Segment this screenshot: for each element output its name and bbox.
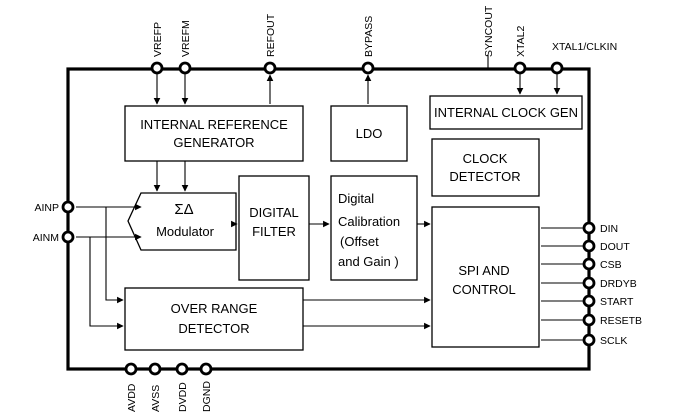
digital-filter-block — [238, 175, 310, 281]
sigma-delta-modulator-block — [127, 192, 237, 251]
label-xtal2: XTAL2 — [515, 26, 527, 57]
pin-drdyb — [582, 276, 596, 290]
spi-and-control-block — [431, 206, 540, 348]
over-range-label-line2: DETECTOR — [178, 321, 249, 336]
over-range-label-line1: OVER RANGE — [171, 301, 258, 316]
label-csb: CSB — [600, 259, 622, 271]
digital-calibration-block — [330, 175, 418, 281]
label-avss: AVSS — [150, 385, 162, 412]
label-dgnd: DGND — [201, 381, 213, 412]
label-dvdd: DVDD — [177, 382, 189, 412]
pin-start — [582, 294, 596, 308]
label-ainm: AINM — [33, 232, 59, 244]
label-resetb: RESETB — [600, 315, 642, 327]
internal-reference-label-line1: INTERNAL REFERENCE — [140, 117, 288, 132]
pin-sclk — [582, 333, 596, 347]
sigma-delta-symbol: ΣΔ — [174, 201, 193, 218]
pin-resetb — [582, 313, 596, 327]
spi-control-label-line2: CONTROL — [452, 282, 516, 297]
label-ainp: AINP — [34, 202, 59, 214]
pin-avss — [148, 362, 162, 376]
label-din: DIN — [600, 223, 618, 235]
label-vrefp: VREFP — [152, 22, 164, 57]
label-refout: REFOUT — [265, 13, 277, 57]
pin-ainp — [61, 200, 75, 214]
pin-dout — [582, 239, 596, 253]
label-syncout: SYNCOUT — [483, 5, 495, 57]
pin-vrefm — [178, 61, 192, 75]
digital-filter-label-line1: DIGITAL — [249, 205, 299, 220]
label-avdd: AVDD — [126, 383, 138, 412]
pin-refout — [263, 61, 277, 75]
pin-xtal1-clkin — [550, 61, 564, 75]
label-bypass: BYPASS — [363, 16, 375, 57]
label-start: START — [600, 296, 634, 308]
pin-bypass — [361, 61, 375, 75]
pin-xtal2 — [513, 61, 527, 75]
ainp-to-overrange-wire — [105, 207, 124, 304]
ldo-block — [330, 105, 408, 162]
clock-detector-label-line2: DETECTOR — [449, 169, 520, 184]
pin-avdd — [124, 362, 138, 376]
pin-csb — [582, 257, 596, 271]
ldo-label: LDO — [356, 126, 383, 141]
digital-filter-label-line2: FILTER — [252, 224, 296, 239]
label-dout: DOUT — [600, 241, 630, 253]
pin-dgnd — [199, 362, 213, 376]
internal-reference-label: INTERNAL REFERENCE GENERATOR — [140, 117, 288, 150]
pin-din — [582, 221, 596, 235]
internal-clock-gen-block — [429, 95, 583, 130]
pin-vrefp — [150, 61, 164, 75]
digital-calibration-label-line4: and Gain ) — [338, 254, 399, 269]
clock-detector-label-line1: CLOCK — [463, 151, 508, 166]
over-range-detector-block — [124, 287, 304, 351]
pin-ainm — [61, 230, 75, 244]
label-vrefm: VREFM — [180, 20, 192, 57]
clock-detector-block — [431, 138, 540, 197]
chip-outline — [66, 67, 591, 371]
label-drdyb: DRDYB — [600, 278, 637, 290]
digital-calibration-label-line1: Digital — [338, 191, 374, 206]
internal-reference-label-line2: GENERATOR — [173, 135, 254, 150]
label-xtal1-clkin: XTAL1/CLKIN — [552, 41, 617, 53]
modulator-label: Modulator — [156, 224, 214, 239]
internal-reference-generator-block — [124, 105, 304, 162]
spi-control-label-line1: SPI AND — [458, 263, 509, 278]
ainm-to-overrange-wire — [89, 237, 124, 330]
internal-clock-gen-label: INTERNAL CLOCK GEN — [434, 105, 578, 120]
digital-calibration-label-line2: Calibration — [338, 214, 400, 229]
pin-dvdd — [175, 362, 189, 376]
digital-calibration-label-line3: (Offset — [340, 234, 379, 249]
label-sclk: SCLK — [600, 335, 627, 347]
